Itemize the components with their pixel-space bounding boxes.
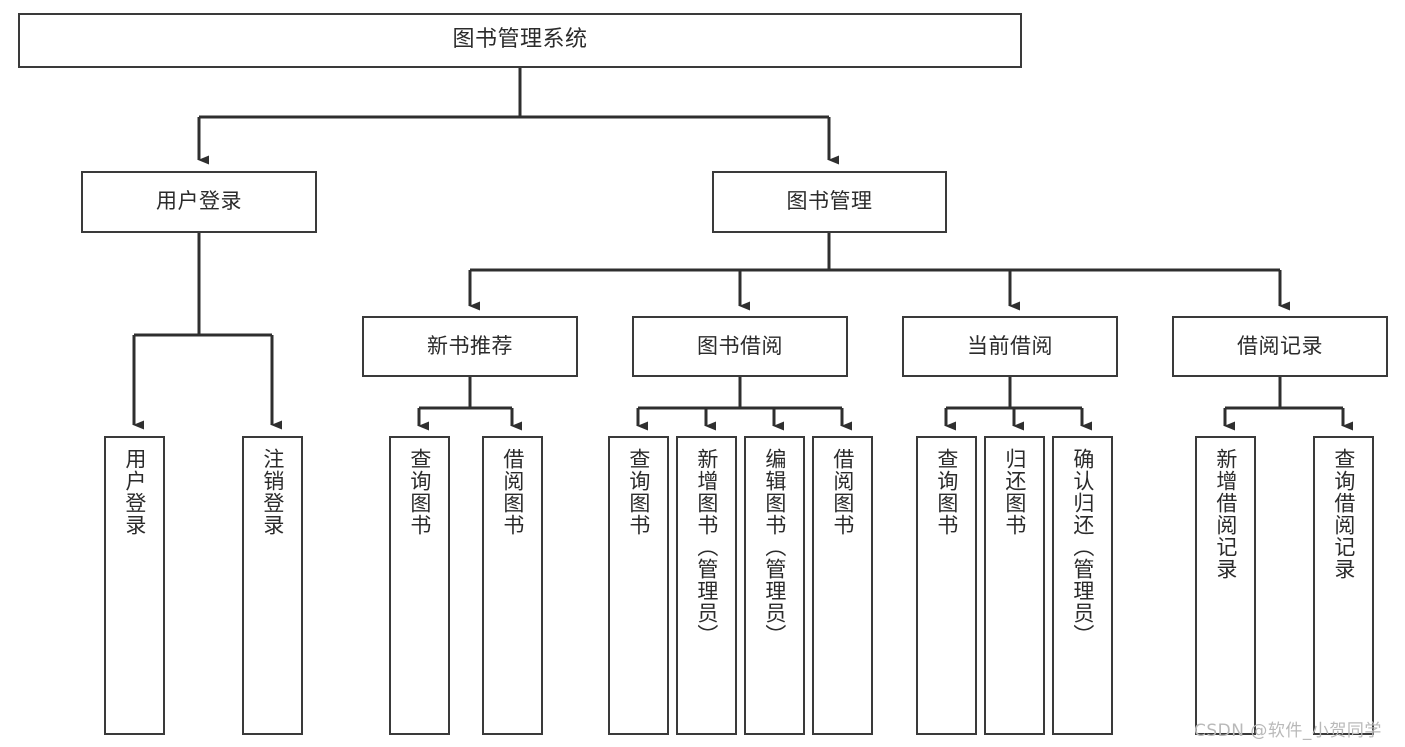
node-root-book-management-system[interactable]: 图书管理系统 (18, 13, 1022, 68)
node-label: 新书推荐 (427, 333, 513, 358)
node-borrow-record[interactable]: 借阅记录 (1172, 316, 1388, 377)
node-label: 用户登录 (156, 189, 242, 214)
node-label: 归还图书 (1002, 448, 1027, 536)
node-label: 图书管理系统 (452, 27, 588, 53)
node-label: 当前借阅 (967, 333, 1053, 358)
node-label: 新增借阅记录 (1213, 448, 1238, 580)
leaf-user-logout[interactable]: 注销登录 (242, 436, 303, 735)
node-label: 确认归还（管理员） (1070, 448, 1095, 646)
leaf-book-borrow-add-book-admin[interactable]: 新增图书（管理员） (676, 436, 737, 735)
leaf-user-login[interactable]: 用户登录 (104, 436, 165, 735)
node-label: 编辑图书（管理员） (762, 448, 787, 646)
leaf-new-book-borrow-book[interactable]: 借阅图书 (482, 436, 543, 735)
node-label: 借阅记录 (1237, 333, 1323, 358)
leaf-current-borrow-return-book[interactable]: 归还图书 (984, 436, 1045, 735)
leaf-borrow-record-add-record[interactable]: 新增借阅记录 (1195, 436, 1256, 735)
node-label: 图书管理 (786, 189, 873, 214)
leaf-book-borrow-edit-book-admin[interactable]: 编辑图书（管理员） (744, 436, 805, 735)
leaf-current-borrow-confirm-return-admin[interactable]: 确认归还（管理员） (1052, 436, 1113, 735)
leaf-book-borrow-query-book[interactable]: 查询图书 (608, 436, 669, 735)
node-label: 新增图书（管理员） (694, 448, 719, 646)
node-current-borrow[interactable]: 当前借阅 (902, 316, 1118, 377)
csdn-watermark: CSDN @软件_小贺同学 (1194, 721, 1382, 741)
node-label: 借阅图书 (830, 448, 855, 536)
node-label: 查询图书 (934, 448, 959, 536)
node-book-borrow[interactable]: 图书借阅 (632, 316, 848, 377)
leaf-new-book-query-book[interactable]: 查询图书 (389, 436, 450, 735)
node-label: 注销登录 (260, 448, 285, 536)
node-label: 借阅图书 (500, 448, 525, 536)
node-label: 用户登录 (122, 448, 147, 536)
node-user-login[interactable]: 用户登录 (81, 171, 317, 233)
node-label: 查询图书 (407, 448, 432, 536)
node-label: 查询借阅记录 (1331, 448, 1356, 580)
leaf-borrow-record-query-record[interactable]: 查询借阅记录 (1313, 436, 1374, 735)
node-label: 查询图书 (626, 448, 651, 536)
node-label: 图书借阅 (697, 333, 783, 358)
leaf-current-borrow-query-book[interactable]: 查询图书 (916, 436, 977, 735)
node-book-management[interactable]: 图书管理 (712, 171, 947, 233)
leaf-book-borrow-borrow-book[interactable]: 借阅图书 (812, 436, 873, 735)
node-new-book-recommend[interactable]: 新书推荐 (362, 316, 578, 377)
